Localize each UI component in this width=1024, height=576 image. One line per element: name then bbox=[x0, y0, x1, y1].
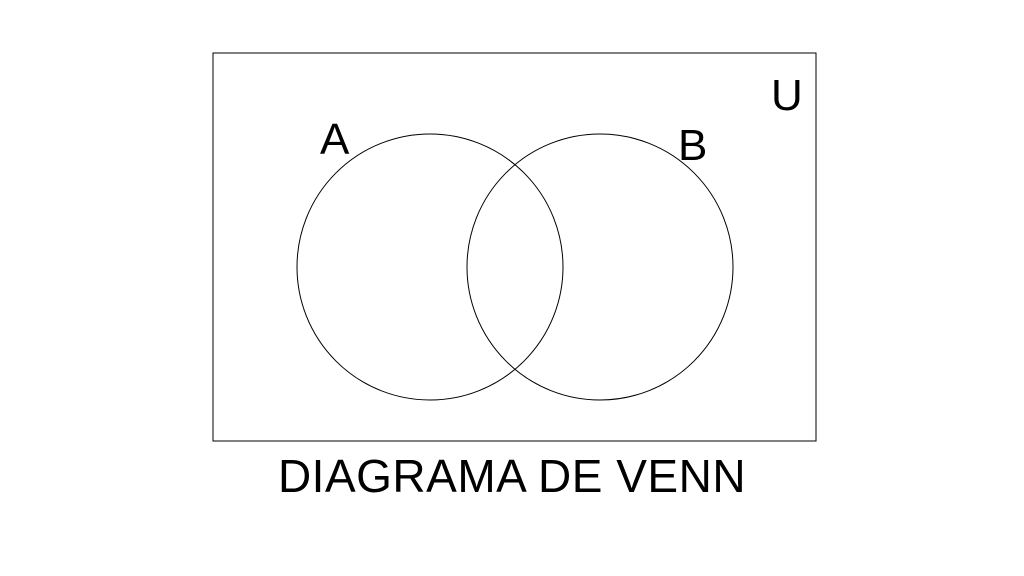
set-b-label: B bbox=[678, 121, 707, 170]
diagram-title: DIAGRAMA DE VENN bbox=[277, 450, 747, 502]
set-a-circle bbox=[296, 133, 564, 401]
set-b-circle bbox=[466, 133, 734, 401]
universe-label: U bbox=[771, 71, 803, 120]
set-a-label: A bbox=[320, 115, 350, 164]
universe-rectangle bbox=[212, 52, 817, 442]
